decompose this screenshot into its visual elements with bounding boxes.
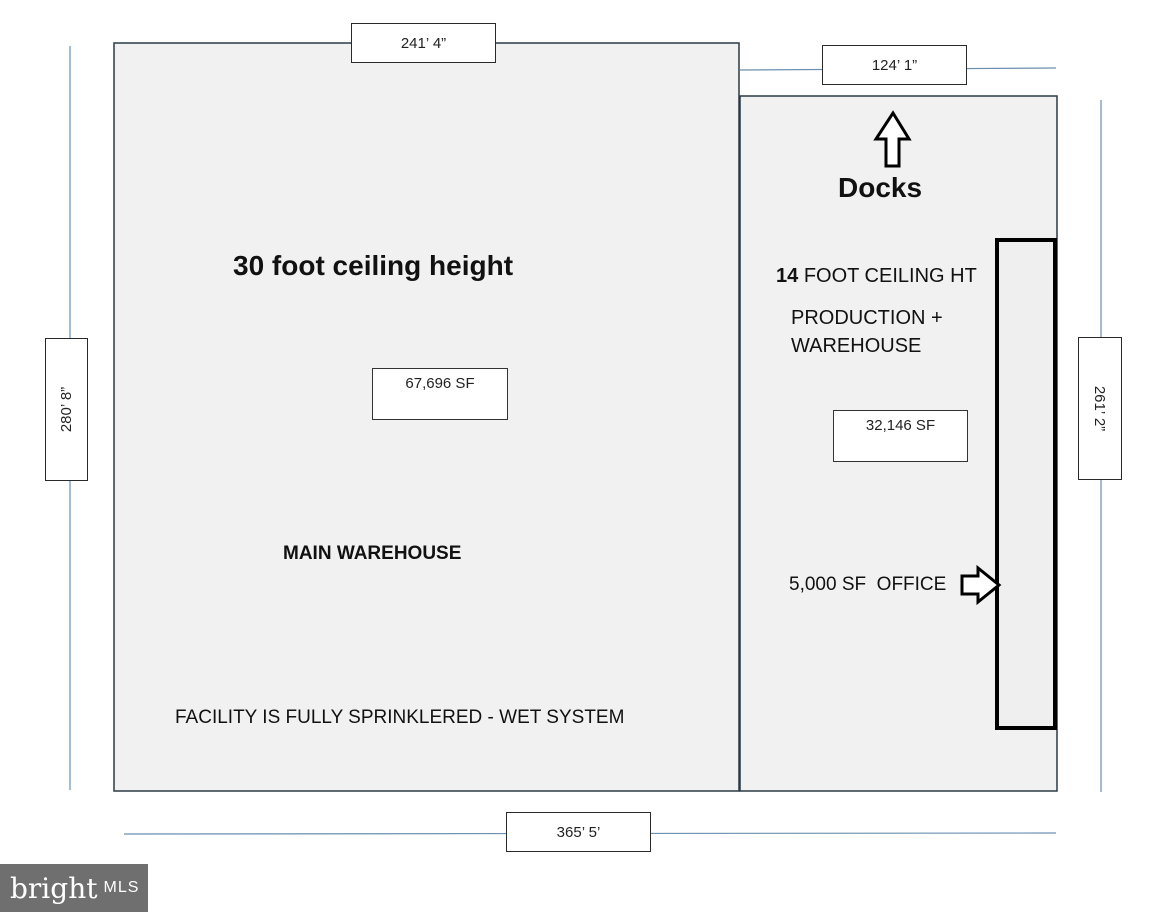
office-label: 5,000 SF OFFICE [789,574,947,595]
dimension-bottom: 365’ 5’ [506,812,651,852]
main-ceiling-label: 30 foot ceiling height [233,250,514,281]
production-ceiling-number: 14 [776,265,799,287]
dock-arrow-icon [873,110,912,168]
office-area [995,238,1057,730]
dimension-left: 280’ 8” [45,338,88,481]
watermark-suffix: MLS [103,879,140,896]
production-ceiling-label: 14 FOOT CEILING HT [776,265,977,288]
main-area-box: 67,696 SF [372,368,508,420]
production-label-line1: PRODUCTION + [791,307,943,329]
production-label-line2: WAREHOUSE [791,335,922,357]
production-area-box: 32,146 SF [833,410,968,462]
dimension-top-left: 241’ 4” [351,23,496,63]
dimension-top-right: 124’ 1” [822,45,967,85]
production-ceiling-text: FOOT CEILING HT [803,265,977,287]
brightmls-watermark: bright MLS [0,864,148,912]
sprinkler-note: FACILITY IS FULLY SPRINKLERED - WET SYST… [175,707,625,728]
docks-label: Docks [838,172,923,203]
watermark-brand: bright [10,871,98,905]
office-arrow-icon [960,564,1002,606]
dimension-right: 261’ 2” [1078,337,1122,480]
main-warehouse-label: MAIN WAREHOUSE [283,543,462,564]
